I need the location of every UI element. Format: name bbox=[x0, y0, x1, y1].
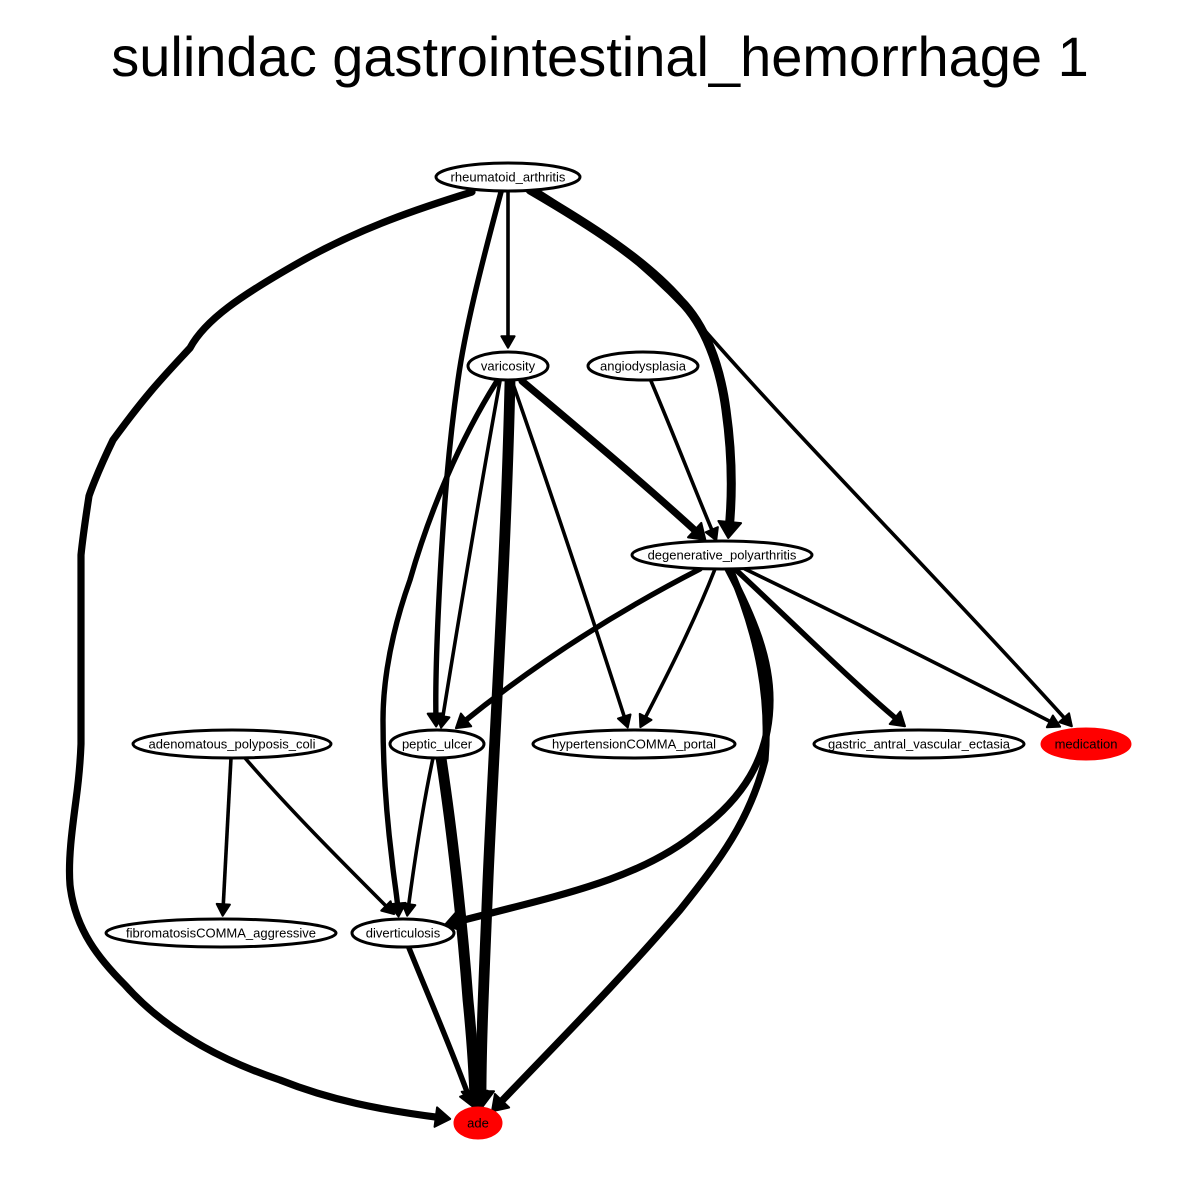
node-peptic_ulcer: peptic_ulcer bbox=[388, 728, 486, 760]
edge-rheumatoid_arthritis-to-varicosity bbox=[500, 190, 516, 349]
node-label: rheumatoid_arthritis bbox=[451, 170, 566, 185]
node-angiodysplasia: angiodysplasia bbox=[586, 350, 700, 382]
node-label: ade bbox=[467, 1116, 489, 1131]
edge-line bbox=[732, 566, 903, 725]
edge-arrowhead bbox=[638, 712, 653, 729]
edge-line bbox=[406, 756, 435, 912]
edge-arrowhead bbox=[215, 902, 231, 917]
graph-title: sulindac gastrointestinal_hemorrhage 1 bbox=[111, 25, 1089, 88]
node-ellipse bbox=[350, 917, 456, 949]
edge-line bbox=[649, 379, 716, 537]
node-label: gastric_antral_vascular_ectasia bbox=[828, 737, 1011, 752]
edge-line bbox=[435, 752, 481, 1106]
edge-line bbox=[458, 566, 703, 727]
node-label: varicosity bbox=[481, 359, 536, 374]
edge-arrowhead bbox=[401, 902, 417, 917]
node-label: peptic_ulcer bbox=[402, 737, 473, 752]
edge-angiodysplasia-to-degenerative_polyarthritis bbox=[649, 379, 719, 542]
node-label: diverticulosis bbox=[366, 926, 441, 941]
edge-peptic_ulcer-to-diverticulosis bbox=[401, 756, 435, 917]
node-degenerative_polyarthritis: degenerative_polyarthritis bbox=[630, 539, 814, 571]
edge-arrowhead bbox=[1045, 714, 1062, 729]
edge-layer bbox=[65, 185, 1073, 1128]
node-ellipse bbox=[131, 728, 333, 760]
edge-degenerative_polyarthritis-to-peptic_ulcer bbox=[454, 566, 703, 730]
edge-line bbox=[510, 379, 628, 724]
edge-arrowhead bbox=[435, 714, 451, 729]
node-gastric_antral_vascular_ectasia: gastric_antral_vascular_ectasia bbox=[812, 728, 1026, 760]
edge-line bbox=[243, 756, 392, 912]
node-diverticulosis: diverticulosis bbox=[350, 917, 456, 949]
edge-arrowhead bbox=[717, 519, 743, 539]
edge-arrowhead bbox=[459, 1090, 477, 1108]
edge-line bbox=[448, 565, 774, 927]
node-ade: ade bbox=[453, 1106, 503, 1140]
node-ellipse bbox=[104, 917, 338, 949]
edge-line bbox=[475, 375, 516, 1106]
edge-varicosity-to-diverticulosis bbox=[380, 378, 500, 918]
edge-arrowhead bbox=[687, 521, 707, 541]
node-rheumatoid_arthritis: rheumatoid_arthritis bbox=[434, 161, 582, 193]
edge-adenomatous_polyposis_coli-to-fibromatosisCOMMA_aggressive bbox=[215, 756, 233, 917]
node-fibromatosisCOMMA_aggressive: fibromatosisCOMMA_aggressive bbox=[104, 917, 338, 949]
node-ellipse bbox=[466, 350, 550, 382]
node-ellipse bbox=[630, 539, 814, 571]
node-label: hypertensionCOMMA_portal bbox=[552, 737, 716, 752]
node-label: medication bbox=[1055, 737, 1118, 752]
edge-line bbox=[743, 567, 1057, 726]
edge-line bbox=[406, 945, 473, 1103]
node-adenomatous_polyposis_coli: adenomatous_polyposis_coli bbox=[131, 728, 333, 760]
edge-line bbox=[641, 567, 717, 724]
edge-line bbox=[65, 188, 476, 1122]
edge-line bbox=[380, 378, 500, 913]
edge-varicosity-to-degenerative_polyarthritis bbox=[518, 377, 707, 541]
edge-line bbox=[221, 756, 233, 912]
node-ellipse bbox=[1040, 727, 1132, 761]
node-ellipse bbox=[434, 161, 582, 193]
edge-degenerative_polyarthritis-to-medication bbox=[743, 567, 1062, 729]
edge-degenerative_polyarthritis-to-hypertensionCOMMA_portal bbox=[638, 567, 717, 729]
edge-line bbox=[433, 189, 504, 723]
node-varicosity: varicosity bbox=[466, 350, 550, 382]
node-label: degenerative_polyarthritis bbox=[648, 548, 797, 563]
node-ellipse bbox=[453, 1106, 503, 1140]
edge-diverticulosis-to-ade bbox=[406, 945, 477, 1108]
edge-rheumatoid_arthritis-to-ade bbox=[65, 188, 476, 1128]
edge-varicosity-to-peptic_ulcer bbox=[435, 379, 502, 729]
edge-rheumatoid_arthritis-to-peptic_ulcer bbox=[426, 189, 504, 728]
node-layer: rheumatoid_arthritis varicosity angiodyspl… bbox=[104, 161, 1132, 1140]
edge-line bbox=[493, 565, 770, 1110]
node-ellipse bbox=[586, 350, 700, 382]
edge-line bbox=[440, 379, 502, 724]
edge-arrowhead bbox=[454, 712, 473, 730]
node-hypertensionCOMMA_portal: hypertensionCOMMA_portal bbox=[531, 728, 737, 760]
node-label: fibromatosisCOMMA_aggressive bbox=[126, 926, 316, 941]
node-ellipse bbox=[812, 728, 1026, 760]
edge-arrowhead bbox=[433, 1106, 452, 1128]
edge-adenomatous_polyposis_coli-to-diverticulosis bbox=[243, 756, 396, 916]
edge-degenerative_polyarthritis-to-ade bbox=[490, 565, 770, 1113]
node-ellipse bbox=[531, 728, 737, 760]
edge-arrowhead bbox=[616, 713, 632, 729]
edge-arrowhead bbox=[888, 710, 906, 728]
edge-line bbox=[538, 190, 1070, 724]
edge-rheumatoid_arthritis-to-medication bbox=[538, 190, 1073, 728]
edge-varicosity-to-hypertensionCOMMA_portal bbox=[510, 379, 632, 729]
node-medication: medication bbox=[1040, 727, 1132, 761]
edge-arrowhead bbox=[704, 526, 719, 542]
edge-arrowhead bbox=[490, 1092, 511, 1113]
edge-arrowhead bbox=[380, 900, 396, 916]
node-ellipse bbox=[388, 728, 486, 760]
edge-degenerative_polyarthritis-to-gastric_antral_vascular_ectasia bbox=[732, 566, 906, 728]
edge-line bbox=[518, 377, 704, 539]
edge-arrowhead bbox=[500, 335, 516, 349]
edge-arrowhead bbox=[1058, 712, 1073, 728]
node-label: adenomatous_polyposis_coli bbox=[149, 737, 316, 752]
node-label: angiodysplasia bbox=[600, 359, 687, 374]
